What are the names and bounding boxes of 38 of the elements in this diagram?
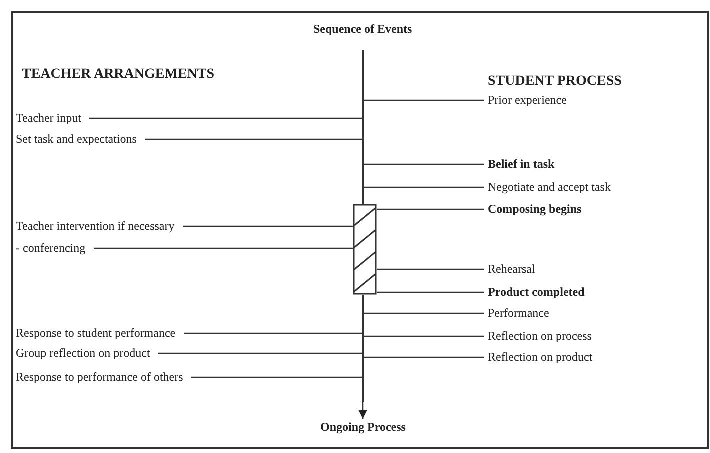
connector-line	[94, 248, 353, 250]
connector-line	[364, 100, 484, 102]
connector-line	[364, 312, 484, 314]
event-label: Set task and expectations	[16, 132, 137, 147]
connector-line	[364, 336, 484, 338]
event-label: - conferencing	[16, 241, 86, 256]
connector-line	[184, 332, 362, 334]
connector-line	[377, 268, 484, 270]
event-label: Reflection on product	[488, 350, 593, 365]
event-label: Teacher input	[16, 111, 82, 126]
event-label: Response to student performance	[16, 326, 176, 341]
connector-line	[89, 118, 362, 120]
event-label: Rehearsal	[488, 262, 536, 277]
connector-line	[145, 138, 362, 140]
event-label: Response to performance of others	[16, 370, 184, 385]
connector-line	[377, 208, 484, 210]
connector-line	[183, 226, 353, 228]
event-label: Product completed	[488, 285, 585, 300]
connector-line	[364, 164, 484, 166]
event-label: Teacher intervention if necessary	[16, 219, 175, 234]
event-label: Belief in task	[488, 157, 555, 172]
event-label: Performance	[488, 306, 550, 321]
event-label: Composing begins	[488, 202, 582, 217]
event-label: Prior experience	[488, 93, 567, 108]
connector-line	[364, 186, 484, 188]
connector-line	[158, 352, 362, 354]
hatched-bar	[353, 204, 377, 295]
event-label: Negotiate and accept task	[488, 180, 611, 195]
arrow	[358, 402, 368, 419]
axis-title: Sequence of Events	[314, 22, 412, 37]
column-heading: TEACHER ARRANGEMENTS	[22, 66, 215, 83]
connector-line	[364, 356, 484, 358]
event-label: Group reflection on product	[16, 346, 150, 361]
connector-line	[377, 292, 484, 294]
column-heading: STUDENT PROCESS	[488, 73, 622, 90]
connector-line	[191, 376, 362, 378]
axis-end-label: Ongoing Process	[320, 420, 406, 435]
event-label: Reflection on process	[488, 329, 592, 344]
